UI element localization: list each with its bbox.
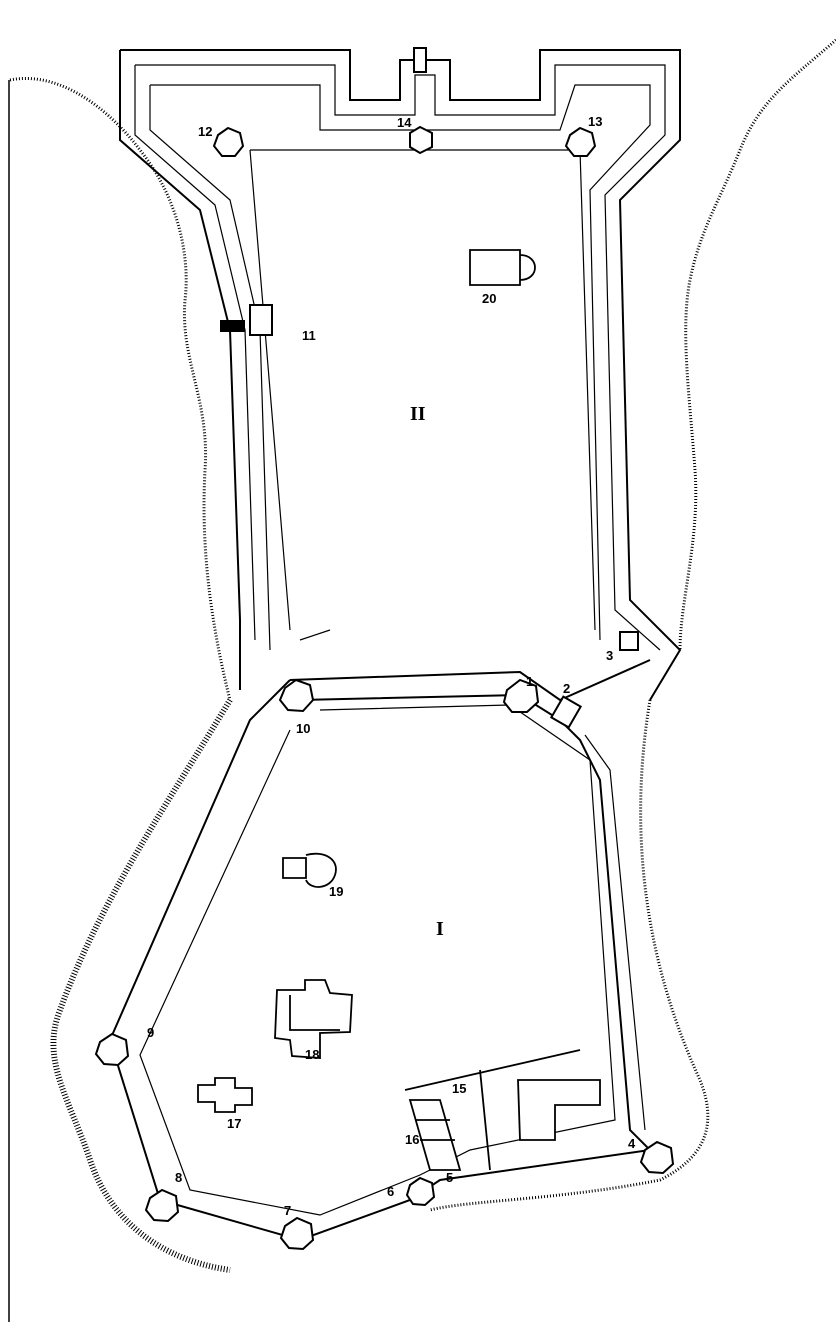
tower-3 xyxy=(619,631,639,651)
label-15: 15 xyxy=(452,1081,466,1096)
label-11: 11 xyxy=(302,328,316,343)
tower-4 xyxy=(639,1140,675,1175)
buildings xyxy=(197,249,601,1171)
building-16 xyxy=(408,1099,462,1171)
ward-label-i: I xyxy=(436,918,444,940)
tower-1 xyxy=(502,678,540,713)
tower-13 xyxy=(564,126,597,157)
label-3: 3 xyxy=(606,648,613,663)
label-2: 2 xyxy=(563,681,570,696)
ward-label-ii: II xyxy=(410,403,426,425)
label-17: 17 xyxy=(227,1116,241,1131)
label-12: 12 xyxy=(198,124,212,139)
tower-11 xyxy=(249,304,273,336)
building-17 xyxy=(197,1077,253,1113)
label-16: 16 xyxy=(405,1132,419,1147)
label-13: 13 xyxy=(588,114,602,129)
label-14: 14 xyxy=(397,115,412,130)
tower-2 xyxy=(549,695,583,729)
label-10: 10 xyxy=(296,721,310,736)
label-20: 20 xyxy=(482,291,496,306)
building-15 xyxy=(404,1049,601,1171)
tower-8 xyxy=(144,1188,180,1223)
label-18: 18 xyxy=(305,1047,319,1062)
tower-9 xyxy=(94,1032,130,1067)
label-7: 7 xyxy=(284,1203,291,1218)
upper-ward-walls xyxy=(119,49,682,701)
gate-14 xyxy=(413,47,427,73)
gate-11 xyxy=(220,320,245,332)
tower-12 xyxy=(212,126,245,157)
label-8: 8 xyxy=(175,1170,182,1185)
label-9: 9 xyxy=(147,1025,154,1040)
label-6: 6 xyxy=(387,1184,394,1199)
building-20 xyxy=(469,249,536,286)
tower-10 xyxy=(278,678,315,713)
tower-6 xyxy=(405,1176,436,1207)
building-18 xyxy=(274,979,353,1059)
label-1: 1 xyxy=(526,674,533,689)
label-5: 5 xyxy=(446,1170,453,1185)
towers xyxy=(94,47,675,1251)
label-4: 4 xyxy=(628,1136,636,1151)
tower-7 xyxy=(279,1216,315,1251)
label-19: 19 xyxy=(329,884,343,899)
terrain-slopes xyxy=(9,38,836,1273)
building-19 xyxy=(282,852,337,888)
tower-14 xyxy=(409,125,433,155)
